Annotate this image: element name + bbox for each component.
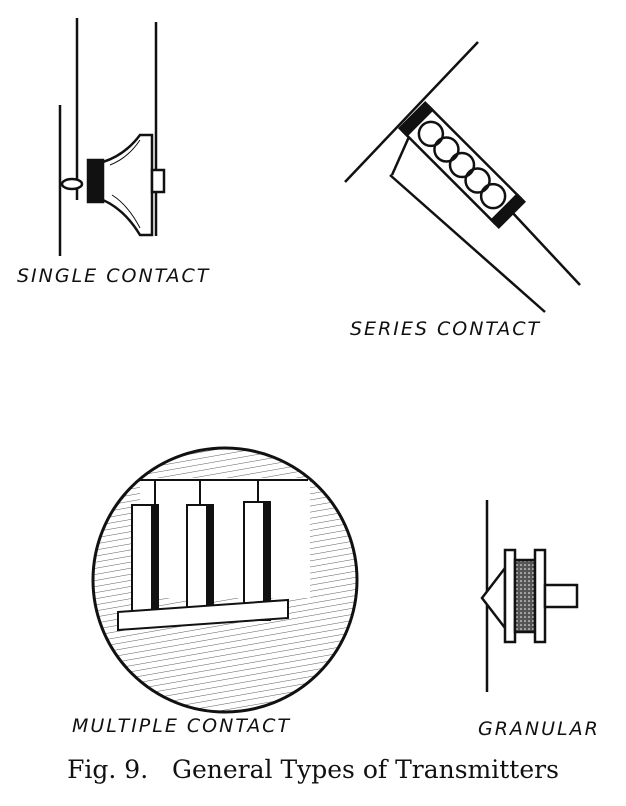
- single-contact-drawing: [58, 18, 166, 256]
- label-series-contact: SERIES CONTACT: [350, 318, 542, 340]
- label-granular: GRANULAR: [478, 718, 600, 740]
- series-contact-drawing: [344, 41, 581, 313]
- label-single-contact: SINGLE CONTACT: [17, 265, 211, 287]
- label-multiple-contact: MULTIPLE CONTACT: [72, 715, 292, 737]
- multiple-contact-drawing: [91, 446, 359, 714]
- figure-caption: Fig. 9. General Types of Transmitters: [67, 755, 559, 784]
- granular-drawing: [480, 500, 579, 692]
